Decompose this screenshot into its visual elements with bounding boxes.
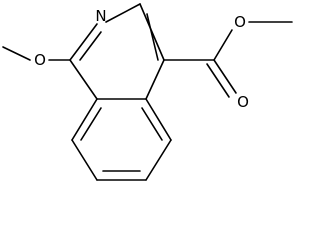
- atom-label-carbonyl-oxygen: O: [237, 93, 249, 111]
- atom-label-ester-oxygen: O: [234, 13, 246, 31]
- bond-n-c3: [105, 3, 141, 23]
- bond-c-o-double-b: [206, 63, 230, 98]
- bond-c8-c8a: [71, 98, 98, 141]
- bond-c1-n: [69, 23, 98, 61]
- chemical-structure: N O O O: [2, 3, 293, 181]
- bond-c7-c8: [71, 139, 98, 181]
- bond-c-o-double-a: [213, 59, 237, 94]
- bond-c5-c6: [145, 139, 172, 181]
- bond-c1-n-inner: [79, 31, 102, 61]
- bond-c4a-c5: [145, 98, 172, 141]
- bond-c4a-c5-inner: [141, 107, 163, 141]
- atom-label-methoxy-oxygen: O: [34, 51, 46, 69]
- bond-c8-c8a-inner: [80, 107, 102, 141]
- bond-c8a-c1: [69, 59, 98, 100]
- bond-c3-c4-inner: [146, 13, 159, 61]
- bond-c-o-ester: [213, 29, 233, 61]
- bond-o-ch3-methoxy: [2, 46, 31, 61]
- bond-c4-c4a: [145, 59, 165, 100]
- atom-label-ring-nitrogen: N: [95, 7, 106, 25]
